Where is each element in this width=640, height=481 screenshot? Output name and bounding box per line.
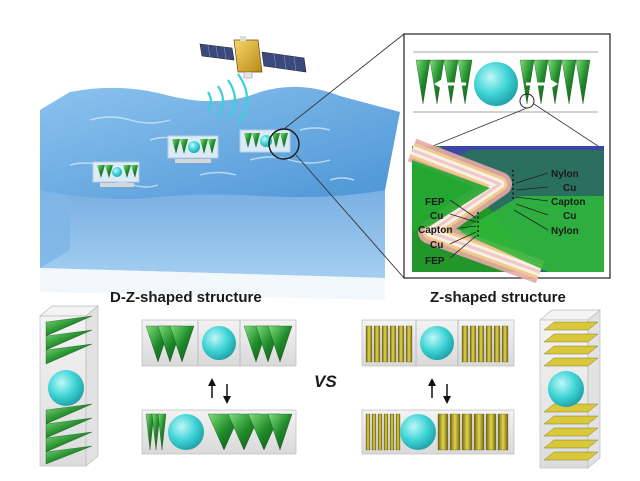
zoom-line-top [283, 33, 405, 130]
ocean-block [40, 86, 400, 300]
layer-label-right-0: Nylon [551, 169, 579, 180]
layer-label-right-2: Capton [551, 197, 585, 208]
dz-vertical-device [39, 305, 99, 467]
dz-motion-arrows-icon [208, 378, 231, 404]
floating-device-3 [239, 129, 291, 153]
z-structure-title: Z-shaped structure [430, 289, 566, 306]
layer-label-left-4: FEP [425, 256, 445, 267]
satellite-icon [199, 36, 307, 79]
dz-horizontal-device-top [141, 319, 297, 367]
layer-label-right-1: Cu [563, 183, 576, 194]
layer-label-left-2: Capton [418, 225, 452, 236]
z-horizontal-device-bottom [361, 409, 515, 455]
wireless-signal-icon [207, 73, 249, 125]
floating-device-1 [92, 161, 140, 187]
dz-horizontal-device-bottom [141, 409, 297, 455]
dz-structure-title: D-Z-shaped structure [110, 289, 262, 306]
layer-label-right-4: Nylon [551, 226, 579, 237]
z-vertical-device [539, 309, 601, 469]
vs-label: VS [314, 372, 337, 391]
layer-labels-right: Nylon Cu Capton Cu Nylon [513, 169, 585, 237]
layer-label-left-1: Cu [430, 211, 443, 222]
layer-label-right-3: Cu [563, 211, 576, 222]
zoom-device [413, 51, 598, 113]
layer-label-left-0: FEP [425, 197, 445, 208]
layer-labels-left: FEP Cu Capton Cu FEP [418, 197, 477, 267]
floating-device-2 [167, 135, 219, 163]
z-horizontal-device-top [361, 319, 515, 367]
layer-fold-detail [407, 138, 604, 284]
zoom-line-bottom [295, 154, 405, 279]
layer-label-left-3: Cu [430, 240, 443, 251]
z-motion-arrows-icon [428, 378, 451, 404]
